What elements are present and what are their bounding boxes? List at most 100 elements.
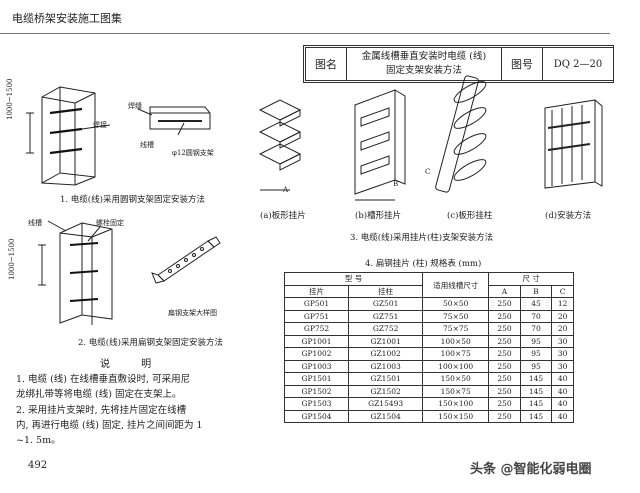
table-cell: 95 bbox=[519, 359, 553, 373]
fig3-caption: 3. 电缆(线)采用挂片(柱)支架安装方法 bbox=[350, 233, 494, 243]
notes-title: 说 明 bbox=[100, 359, 166, 370]
table-cell: GP1502 bbox=[283, 384, 350, 398]
table-cell: GP1002 bbox=[283, 347, 350, 361]
th-b: B bbox=[519, 284, 553, 298]
fig3a bbox=[258, 99, 302, 191]
fig1-drawing bbox=[26, 86, 211, 186]
fig2-bolt-label: 螺栓固定 bbox=[96, 219, 124, 227]
table-cell: 70 bbox=[519, 322, 553, 336]
table-cell: 20 bbox=[551, 322, 574, 336]
table-cell: GZ752 bbox=[348, 322, 424, 336]
page-number: 492 bbox=[28, 460, 48, 471]
fig3d bbox=[544, 99, 603, 189]
th-a: A bbox=[488, 284, 521, 298]
fig2-bracket-label: 扁钢支架大样图 bbox=[168, 309, 217, 317]
table-cell: GZ1501 bbox=[348, 372, 424, 386]
table-cell: 145 bbox=[519, 397, 553, 411]
number-label: 图号 bbox=[502, 48, 543, 80]
title-block: 图名 金属线槽垂直安装时电缆 (线)固定支架安装方法 图号 DQ 2—20 bbox=[305, 47, 614, 81]
name-label: 图名 bbox=[306, 48, 347, 80]
fig3a-caption: (a)板形挂片 bbox=[260, 211, 306, 221]
fig2-trough-label: 线槽 bbox=[28, 219, 42, 227]
table-cell: 30 bbox=[551, 334, 574, 348]
note-2-line-3: ~1. 5m。 bbox=[16, 435, 61, 446]
note-2-line-2: 内, 再进行电缆 (线) 固定, 挂片之间间距为 1 bbox=[16, 420, 203, 431]
fig3b-letter-c: C bbox=[425, 168, 431, 176]
fig3b-letter-b: B bbox=[393, 180, 399, 188]
table-cell: 250 bbox=[488, 334, 521, 348]
fig3-drawing bbox=[258, 75, 603, 201]
table-cell: 40 bbox=[551, 384, 574, 398]
note-1-line-2: 龙绑扎带等将电缆 (线) 固定在支架上。 bbox=[16, 389, 182, 400]
table-cell: 45 bbox=[519, 297, 553, 311]
table-cell: 100×75 bbox=[422, 347, 490, 361]
table-cell: 250 bbox=[488, 322, 521, 336]
header-rule bbox=[0, 33, 610, 34]
fig1-rod-label: φ12圆钢支架 bbox=[172, 149, 214, 157]
table-cell: 30 bbox=[551, 359, 574, 373]
table-cell: 250 bbox=[488, 409, 521, 423]
th-size: 尺 寸 bbox=[488, 272, 574, 286]
table-cell: GP1003 bbox=[283, 359, 350, 373]
table-cell: 250 bbox=[488, 397, 521, 411]
fig3b bbox=[354, 89, 406, 201]
table-cell: 150×150 bbox=[422, 409, 490, 423]
table-cell: 250 bbox=[488, 309, 521, 323]
table-cell: GZ15493 bbox=[348, 397, 424, 411]
table-cell: GZ1001 bbox=[348, 334, 424, 348]
fig1-caption: 1. 电缆(线)采用圆钢支架固定安装方法 bbox=[60, 195, 205, 205]
fig2-caption: 2. 电缆(线)采用扁钢支架固定安装方法 bbox=[78, 338, 223, 348]
table-cell: 40 bbox=[551, 397, 574, 411]
table-cell: 250 bbox=[488, 384, 521, 398]
table-cell: 70 bbox=[519, 309, 553, 323]
fig3b-caption: (b)槽形挂片 bbox=[355, 211, 402, 221]
table-cell: 150×75 bbox=[422, 384, 490, 398]
table-cell: GP1504 bbox=[283, 409, 350, 423]
th-gz: 挂柱 bbox=[348, 284, 424, 298]
table-cell: 100×100 bbox=[422, 359, 490, 373]
table-cell: 145 bbox=[519, 384, 553, 398]
note-1-line-1: 1. 电缆 (线) 在线槽垂直敷设时, 可采用尼 bbox=[16, 374, 191, 385]
book-title: 电缆桥架安装施工图集 bbox=[12, 12, 122, 25]
table-title: 4. 扁钢挂片 (柱) 规格表 (mm) bbox=[365, 259, 482, 269]
table-cell: GZ1502 bbox=[348, 384, 424, 398]
fig3d-caption: (d)安装方法 bbox=[545, 211, 592, 221]
th-gp: 挂片 bbox=[283, 284, 350, 298]
drawing-title: 金属线槽垂直安装时电缆 (线)固定支架安装方法 bbox=[347, 48, 502, 80]
table-cell: 95 bbox=[519, 334, 553, 348]
table-cell: GZ501 bbox=[348, 297, 424, 311]
table-cell: 100×50 bbox=[422, 334, 490, 348]
table-cell: 30 bbox=[551, 347, 574, 361]
table-cell: 50×50 bbox=[422, 297, 490, 311]
table-cell: 75×50 bbox=[422, 309, 490, 323]
table-cell: 250 bbox=[488, 347, 521, 361]
fig2-dim: 1000~1500 bbox=[8, 238, 16, 281]
th-trough: 适用线槽尺寸 bbox=[422, 272, 490, 298]
watermark: 头条 @智能化弱电圈 bbox=[470, 462, 592, 477]
table-cell: GP752 bbox=[283, 322, 350, 336]
fig2-drawing bbox=[38, 220, 221, 325]
fig1-weld-label: 焊接 bbox=[93, 121, 107, 129]
drawing-number: DQ 2—20 bbox=[553, 58, 603, 70]
th-model: 型 号 bbox=[283, 272, 424, 286]
table-cell: 150×100 bbox=[422, 397, 490, 411]
table-cell: 40 bbox=[551, 409, 574, 423]
table-cell: 40 bbox=[551, 372, 574, 386]
table-cell: 250 bbox=[488, 359, 521, 373]
table-cell: GZ751 bbox=[348, 309, 424, 323]
table-cell: 75×75 bbox=[422, 322, 490, 336]
table-cell: 250 bbox=[488, 372, 521, 386]
fig3c bbox=[435, 75, 487, 193]
